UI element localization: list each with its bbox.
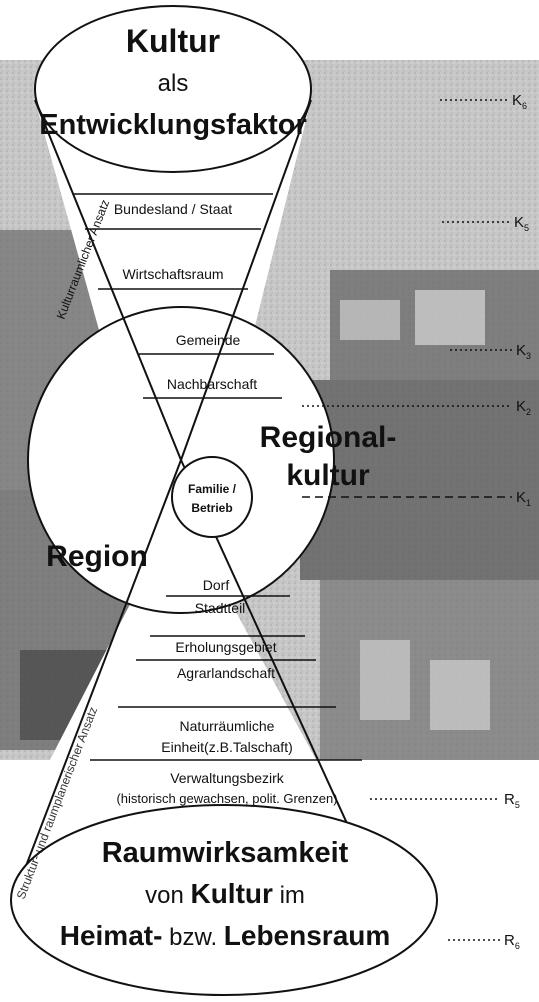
bottom-von: von — [145, 882, 190, 909]
bottom-bzw: bzw. — [162, 924, 223, 951]
circle-upper-levels: Gemeinde Nachbarschaft — [167, 332, 257, 392]
level-marker-k1: K1 — [516, 489, 531, 508]
level-erholungsgebiet: Erholungsgebiet — [175, 639, 276, 655]
level-marker-sub: 6 — [522, 101, 527, 111]
level-marker-sub: 3 — [526, 351, 531, 361]
bottom-im: im — [273, 882, 305, 909]
level-einheit-talschaft: Einheit(z.B.Talschaft) — [161, 739, 293, 755]
bottom-lebensraum: Lebensraum — [224, 920, 391, 951]
top-title-entwicklungsfaktor: Entwicklungsfaktor — [39, 109, 307, 141]
level-wirtschaftsraum: Wirtschaftsraum — [122, 266, 223, 282]
level-marker-sub: 5 — [524, 223, 529, 233]
level-marker-letter: R — [504, 932, 515, 949]
level-agrarlandschaft: Agrarlandschaft — [177, 665, 275, 681]
level-marker-letter: K — [514, 214, 524, 231]
level-nachbarschaft: Nachbarschaft — [167, 376, 257, 392]
center-familie: Familie / — [188, 482, 237, 496]
bottom-ellipse: Raumwirksamkeit von Kultur im Heimat- bz… — [10, 804, 438, 996]
circle-lower-levels: Dorf Stadtteil Erholungsgebiet Agrarland… — [175, 577, 276, 681]
level-marker-k2: K2 — [516, 398, 531, 417]
bottom-title-line2: von Kultur im — [145, 878, 305, 909]
top-title-kultur: Kultur — [126, 23, 220, 59]
regionalkultur-line1: Regional- — [260, 421, 397, 454]
level-marker-letter: K — [516, 398, 526, 415]
top-title-als: als — [158, 70, 189, 97]
bottom-title-raumwirksamkeit: Raumwirksamkeit — [102, 837, 349, 869]
level-marker-sub: 1 — [526, 498, 531, 508]
level-dorf: Dorf — [203, 577, 230, 593]
level-marker-letter: K — [516, 342, 526, 359]
level-verwaltungsbezirk: Verwaltungsbezirk — [170, 770, 285, 786]
bottom-heimat: Heimat- — [60, 920, 163, 951]
region-label: Region — [46, 540, 148, 573]
level-marker-letter: K — [516, 489, 526, 506]
bottom-title-line3: Heimat- bzw. Lebensraum — [60, 920, 391, 951]
level-bundesland-staat: Bundesland / Staat — [114, 201, 232, 217]
level-marker-k3: K3 — [516, 342, 531, 361]
level-marker-sub: 2 — [526, 407, 531, 417]
level-historisch-gewachsen: (historisch gewachsen, polit. Grenzen) — [116, 791, 337, 806]
level-marker-sub: 6 — [515, 941, 520, 951]
level-marker-k5: K5 — [514, 214, 529, 233]
upper-funnel-levels: Bundesland / Staat Wirtschaftsraum — [114, 201, 232, 282]
center-circle: Familie / Betrieb — [171, 456, 253, 538]
level-marker-k6: K6 — [512, 92, 527, 111]
level-marker-r5: R5 — [504, 791, 520, 810]
level-gemeinde: Gemeinde — [176, 332, 241, 348]
level-naturraeumliche: Naturräumliche — [180, 718, 275, 734]
lower-funnel-levels: Naturräumliche Einheit(z.B.Talschaft) Ve… — [116, 718, 337, 806]
level-marker-letter: R — [504, 791, 515, 808]
bottom-kultur: Kultur — [190, 878, 273, 909]
regionalkultur-label: Regional- kultur — [260, 421, 397, 492]
level-stadtteil: Stadtteil — [195, 600, 246, 616]
level-marker-letter: K — [512, 92, 522, 109]
regionalkultur-line2: kultur — [286, 459, 370, 492]
level-dividers — [73, 193, 362, 761]
level-marker-r6: R6 — [504, 932, 520, 951]
center-betrieb: Betrieb — [191, 501, 232, 515]
top-ellipse: Kultur als Entwicklungsfaktor — [34, 5, 312, 173]
level-marker-sub: 5 — [515, 800, 520, 810]
